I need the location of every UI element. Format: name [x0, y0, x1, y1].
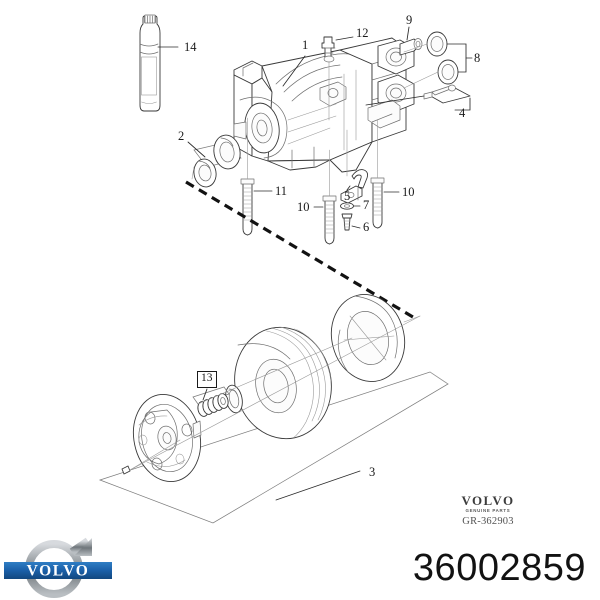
part-number: 36002859 [412, 547, 586, 589]
callout-10-right: 10 [402, 185, 415, 199]
mounting-bolt-center-graphic [322, 195, 337, 245]
callout-3: 3 [369, 465, 376, 479]
mounting-bolt-right-graphic [370, 177, 385, 229]
volvo-logo-band [4, 562, 112, 579]
callout-12: 12 [356, 26, 369, 40]
oil-bottle-graphic [139, 14, 161, 112]
seal-kit-graphic [193, 134, 242, 188]
watermark-code: GR-362903 [462, 515, 514, 527]
shim-stack-graphic [192, 386, 230, 417]
pulley-graphic [234, 326, 332, 440]
watermark-subtitle: GENUINE PARTS [465, 507, 511, 513]
callout-8: 8 [474, 51, 481, 65]
field-coil-graphic [330, 294, 406, 382]
volvo-genuine-parts-watermark: VOLVO GENUINE PARTS GR-362903 [430, 494, 546, 528]
callout-11: 11 [275, 184, 288, 198]
clutch-center-bolt-graphic [121, 439, 181, 475]
volvo-iron-mark-arrow-head [74, 538, 92, 556]
bracket-screw-graphic [423, 84, 471, 104]
o-ring-lower-graphic [437, 59, 459, 85]
o-ring-upper-graphic [426, 31, 448, 57]
service-valve-graphic [321, 36, 336, 63]
snap-ring-graphic [225, 384, 243, 414]
mounting-bolt-front-graphic [240, 178, 255, 236]
callout-5: 5 [344, 189, 351, 203]
watermark-brand: VOLVO [461, 493, 515, 508]
callout-4: 4 [459, 106, 466, 120]
callout-7: 7 [363, 198, 370, 212]
clamp-screw-graphic [341, 213, 353, 231]
clutch-hub-plate-graphic [132, 393, 202, 483]
callout-6: 6 [363, 220, 370, 234]
callout-9: 9 [406, 13, 413, 27]
footer-bar: VOLVO 36002859 [0, 534, 600, 600]
washer-graphic [340, 202, 354, 210]
volvo-logo: VOLVO [4, 537, 112, 598]
callout-1: 1 [302, 38, 309, 52]
callout-13: 13 [197, 371, 217, 388]
volvo-logo-wordmark: VOLVO [27, 563, 90, 580]
callout-14: 14 [184, 40, 197, 54]
cable-clamp-graphic [340, 169, 369, 204]
callout-10-left: 10 [297, 200, 310, 214]
volvo-iron-mark-arrow-shaft [69, 537, 91, 556]
callout-2: 2 [178, 129, 185, 143]
